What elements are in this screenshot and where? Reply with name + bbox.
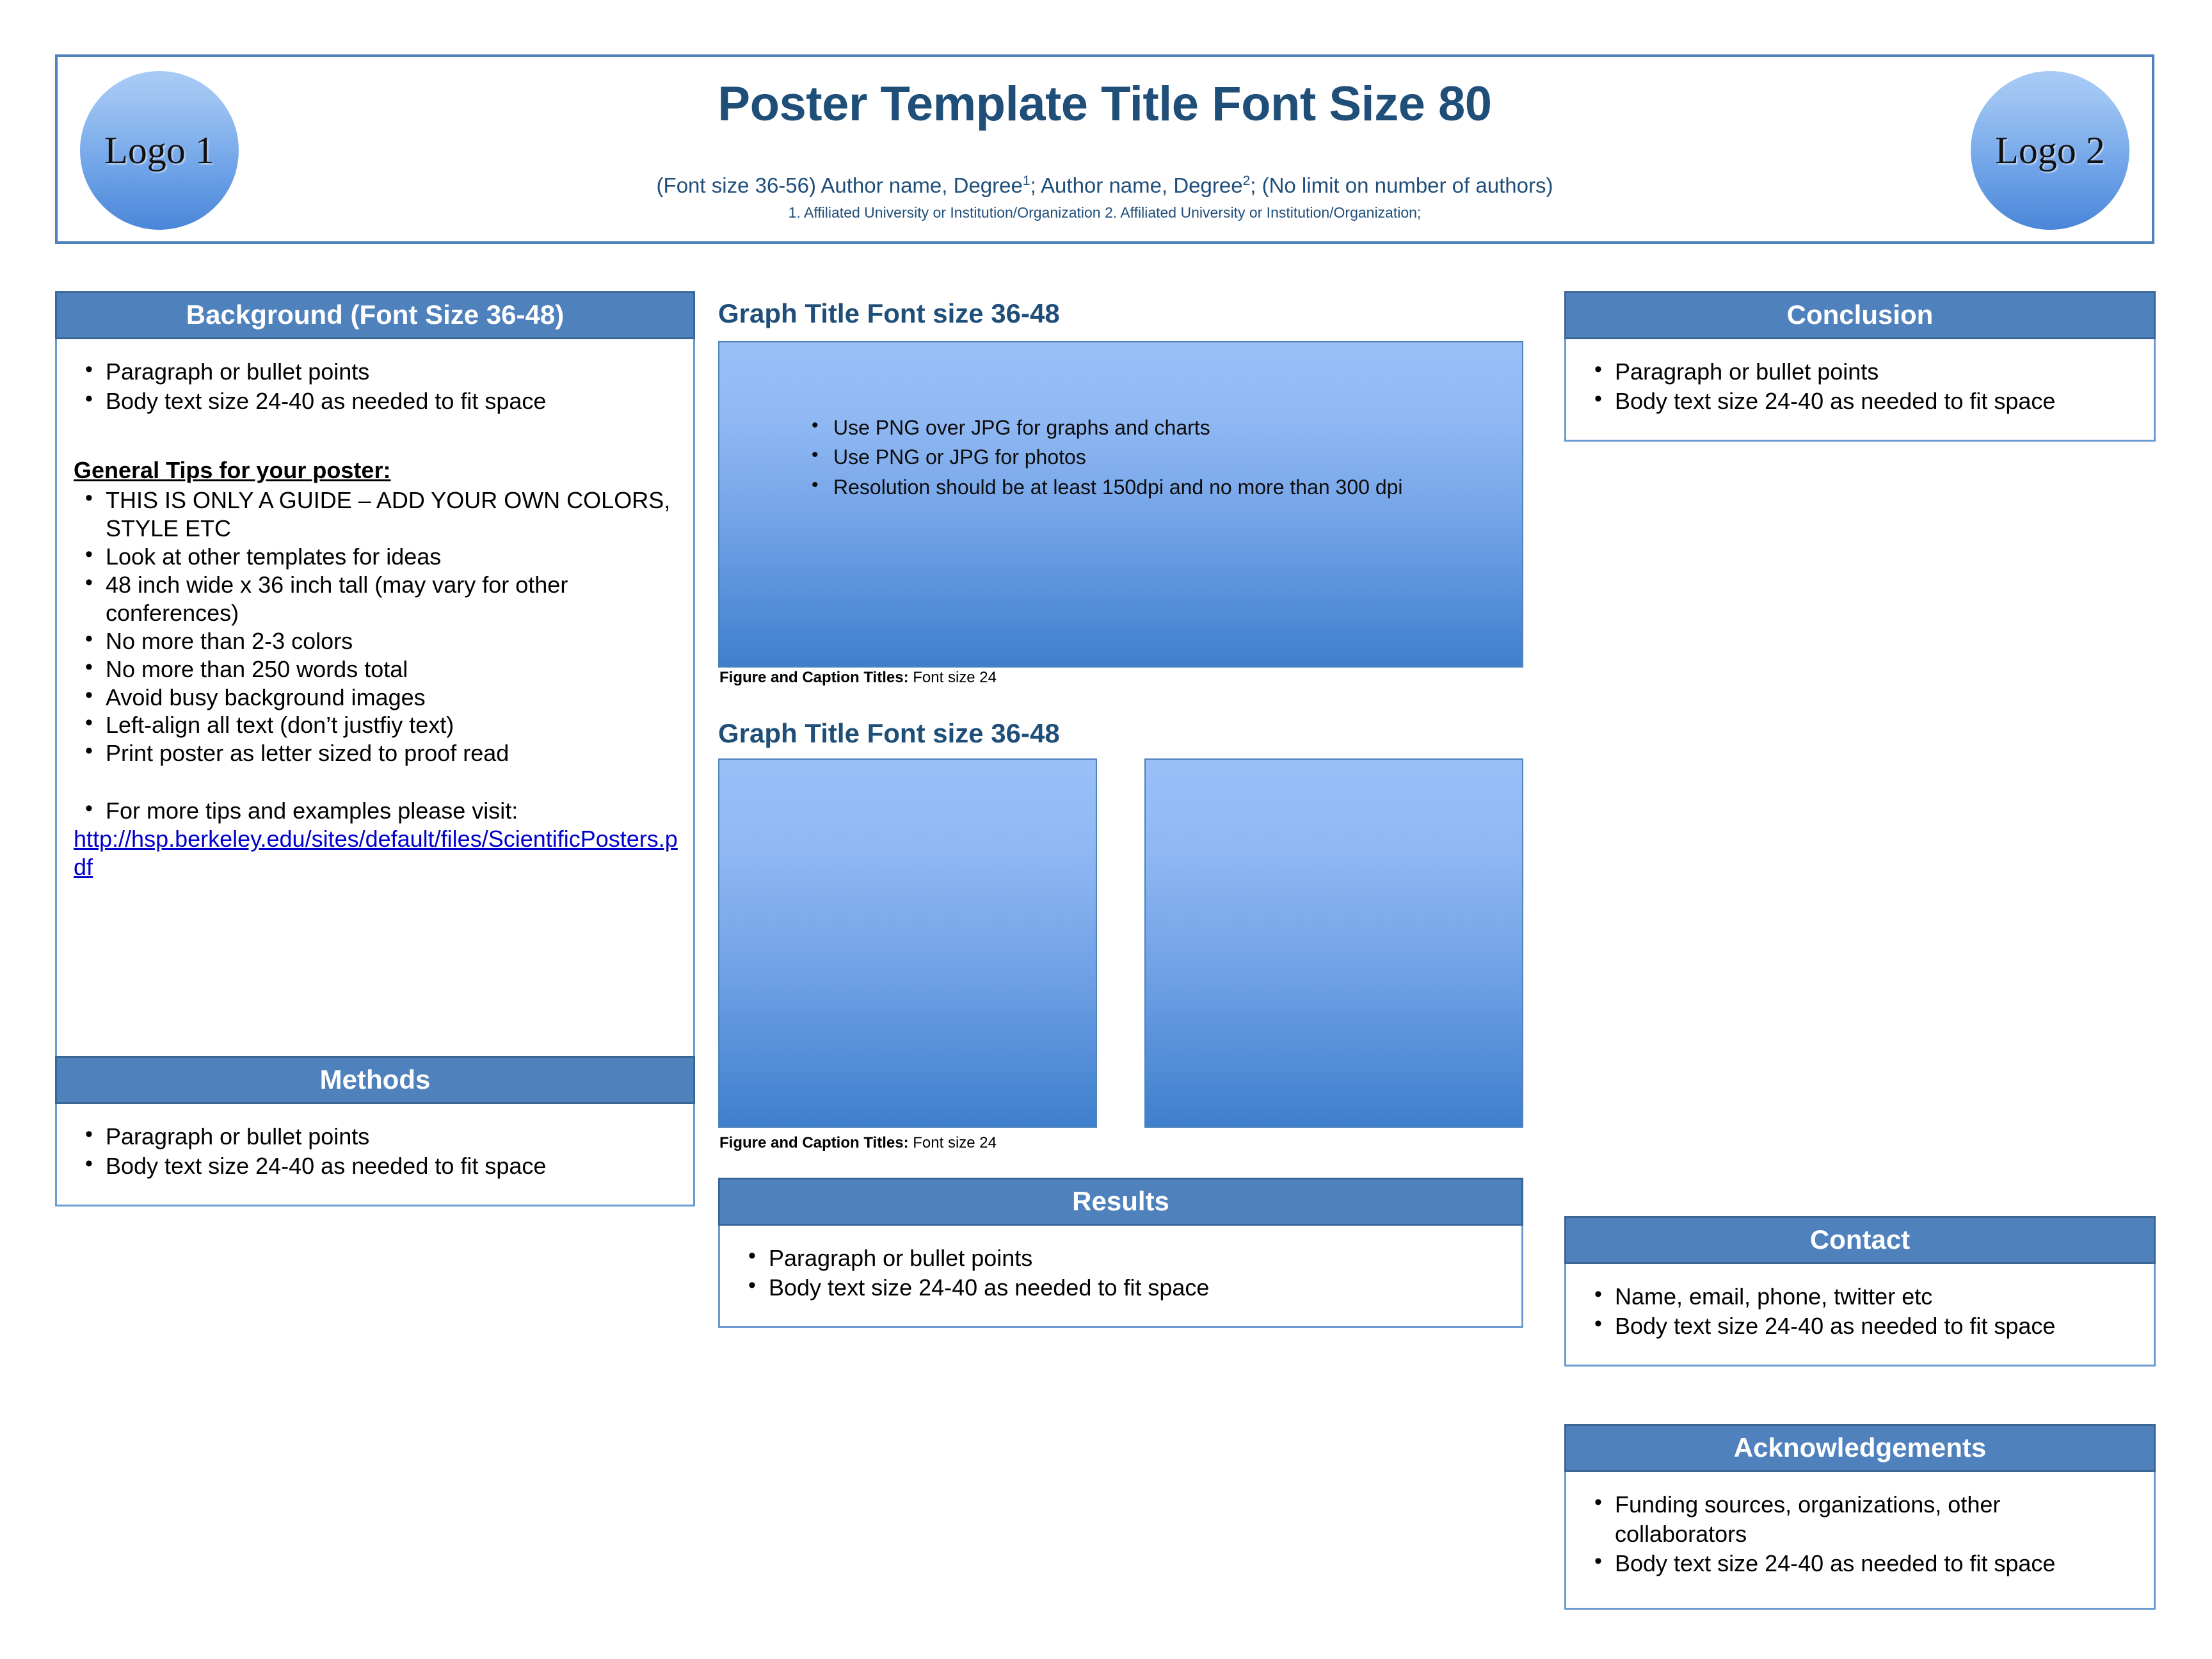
section-conclusion: Conclusion Paragraph or bullet points Bo… [1564, 291, 2156, 442]
general-tips-heading: General Tips for your poster: [74, 457, 391, 484]
list-item: Use PNG or JPG for photos [803, 441, 1484, 472]
section-conclusion-heading: Conclusion [1564, 291, 2156, 339]
author-sup-1: 1 [1022, 173, 1030, 188]
background-bullet-list: Paragraph or bullet points Body text siz… [72, 356, 678, 416]
list-item: No more than 250 words total [72, 654, 678, 684]
graph-1-caption-text: Font size 24 [908, 669, 997, 686]
section-background-heading: Background (Font Size 36-48) [55, 291, 695, 339]
list-item: Paragraph or bullet points [72, 1121, 678, 1151]
section-background-body: Paragraph or bullet points Body text siz… [55, 339, 695, 1066]
poster-header: Logo 1 Logo 2 Poster Template Title Font… [55, 54, 2154, 244]
author-line: (Font size 36-56) Author name, Degree1; … [250, 173, 1960, 198]
list-item: Left-align all text (don’t justfiy text) [72, 710, 678, 739]
authors-mid: ; Author name, Degree [1030, 173, 1243, 197]
acknowledgements-bullet-list: Funding sources, organizations, other co… [1582, 1489, 2138, 1578]
list-item: Look at other templates for ideas [72, 541, 678, 571]
graph-2-image-placeholder-right [1144, 758, 1523, 1128]
list-item: Name, email, phone, twitter etc [1582, 1281, 2138, 1311]
list-item: THIS IS ONLY A GUIDE – ADD YOUR OWN COLO… [72, 485, 678, 543]
section-results-heading: Results [718, 1178, 1523, 1226]
list-item: Avoid busy background images [72, 682, 678, 712]
list-item: Body text size 24-40 as needed to fit sp… [1582, 385, 2138, 416]
list-item: Paragraph or bullet points [735, 1242, 1506, 1273]
graph-2-image-placeholder-left [718, 758, 1097, 1128]
graph-1-title: Graph Title Font size 36-48 [718, 298, 1060, 328]
authors-prefix: (Font size 36-56) Author name, Degree [656, 173, 1023, 197]
list-item: Funding sources, organizations, other co… [1582, 1489, 2138, 1549]
section-methods: Methods Paragraph or bullet points Body … [55, 1056, 695, 1206]
author-sup-2: 2 [1242, 173, 1251, 188]
poster-title: Poster Template Title Font Size 80 [717, 77, 1492, 131]
section-methods-body: Paragraph or bullet points Body text siz… [55, 1104, 695, 1206]
section-results: Results Paragraph or bullet points Body … [718, 1178, 1523, 1328]
section-acknowledgements-heading: Acknowledgements [1564, 1424, 2156, 1472]
affiliation-line: 1. Affiliated University or Institution/… [788, 204, 1422, 221]
section-acknowledgements-body: Funding sources, organizations, other co… [1564, 1472, 2156, 1610]
list-item: Print poster as letter sized to proof re… [72, 738, 678, 767]
list-item: For more tips and examples please visit: [72, 796, 678, 825]
list-item: 48 inch wide x 36 inch tall (may vary fo… [72, 570, 678, 627]
logo-1-label: Logo 1 [104, 129, 214, 172]
graph-2-caption-text: Font size 24 [908, 1134, 997, 1151]
general-tips-list: THIS IS ONLY A GUIDE – ADD YOUR OWN COLO… [72, 485, 678, 767]
authors-suffix: ; (No limit on number of authors) [1250, 173, 1553, 197]
graph-1-caption: Figure and Caption Titles: Font size 24 [719, 669, 997, 687]
list-item: Use PNG over JPG for graphs and charts [803, 412, 1484, 442]
graph-2-caption: Figure and Caption Titles: Font size 24 [719, 1134, 997, 1152]
section-acknowledgements: Acknowledgements Funding sources, organi… [1564, 1424, 2156, 1610]
section-methods-heading: Methods [55, 1056, 695, 1104]
graph-1-tips-list: Use PNG over JPG for graphs and charts U… [803, 412, 1484, 502]
section-conclusion-body: Paragraph or bullet points Body text siz… [1564, 339, 2156, 442]
graph-1-image-placeholder: Use PNG over JPG for graphs and charts U… [718, 341, 1523, 668]
list-item: Paragraph or bullet points [72, 356, 678, 387]
list-item: Body text size 24-40 as needed to fit sp… [1582, 1310, 2138, 1341]
section-contact: Contact Name, email, phone, twitter etc … [1564, 1216, 2156, 1366]
scientific-posters-link[interactable]: http://hsp.berkeley.edu/sites/default/fi… [74, 826, 678, 881]
list-item: Body text size 24-40 as needed to fit sp… [72, 1150, 678, 1181]
list-item: Body text size 24-40 as needed to fit sp… [1582, 1548, 2138, 1578]
list-item: Body text size 24-40 as needed to fit sp… [735, 1272, 1506, 1302]
logo-2-label: Logo 2 [1995, 129, 2105, 172]
results-bullet-list: Paragraph or bullet points Body text siz… [735, 1242, 1506, 1302]
more-tips-list: For more tips and examples please visit: [72, 796, 678, 825]
list-item: Paragraph or bullet points [1582, 356, 2138, 387]
section-results-body: Paragraph or bullet points Body text siz… [718, 1226, 1523, 1328]
conclusion-bullet-list: Paragraph or bullet points Body text siz… [1582, 356, 2138, 416]
logo-1-placeholder: Logo 1 [80, 71, 239, 230]
graph-2-title: Graph Title Font size 36-48 [718, 718, 1060, 748]
section-contact-body: Name, email, phone, twitter etc Body tex… [1564, 1264, 2156, 1366]
graph-1-caption-label: Figure and Caption Titles: [719, 669, 909, 686]
methods-bullet-list: Paragraph or bullet points Body text siz… [72, 1121, 678, 1181]
section-contact-heading: Contact [1564, 1216, 2156, 1264]
section-background: Background (Font Size 36-48) Paragraph o… [55, 291, 695, 1066]
logo-2-placeholder: Logo 2 [1971, 71, 2129, 230]
contact-bullet-list: Name, email, phone, twitter etc Body tex… [1582, 1281, 2138, 1341]
list-item: Resolution should be at least 150dpi and… [803, 471, 1484, 502]
list-item: Body text size 24-40 as needed to fit sp… [72, 385, 678, 416]
list-item: No more than 2-3 colors [72, 626, 678, 655]
graph-2-caption-label: Figure and Caption Titles: [719, 1134, 909, 1151]
